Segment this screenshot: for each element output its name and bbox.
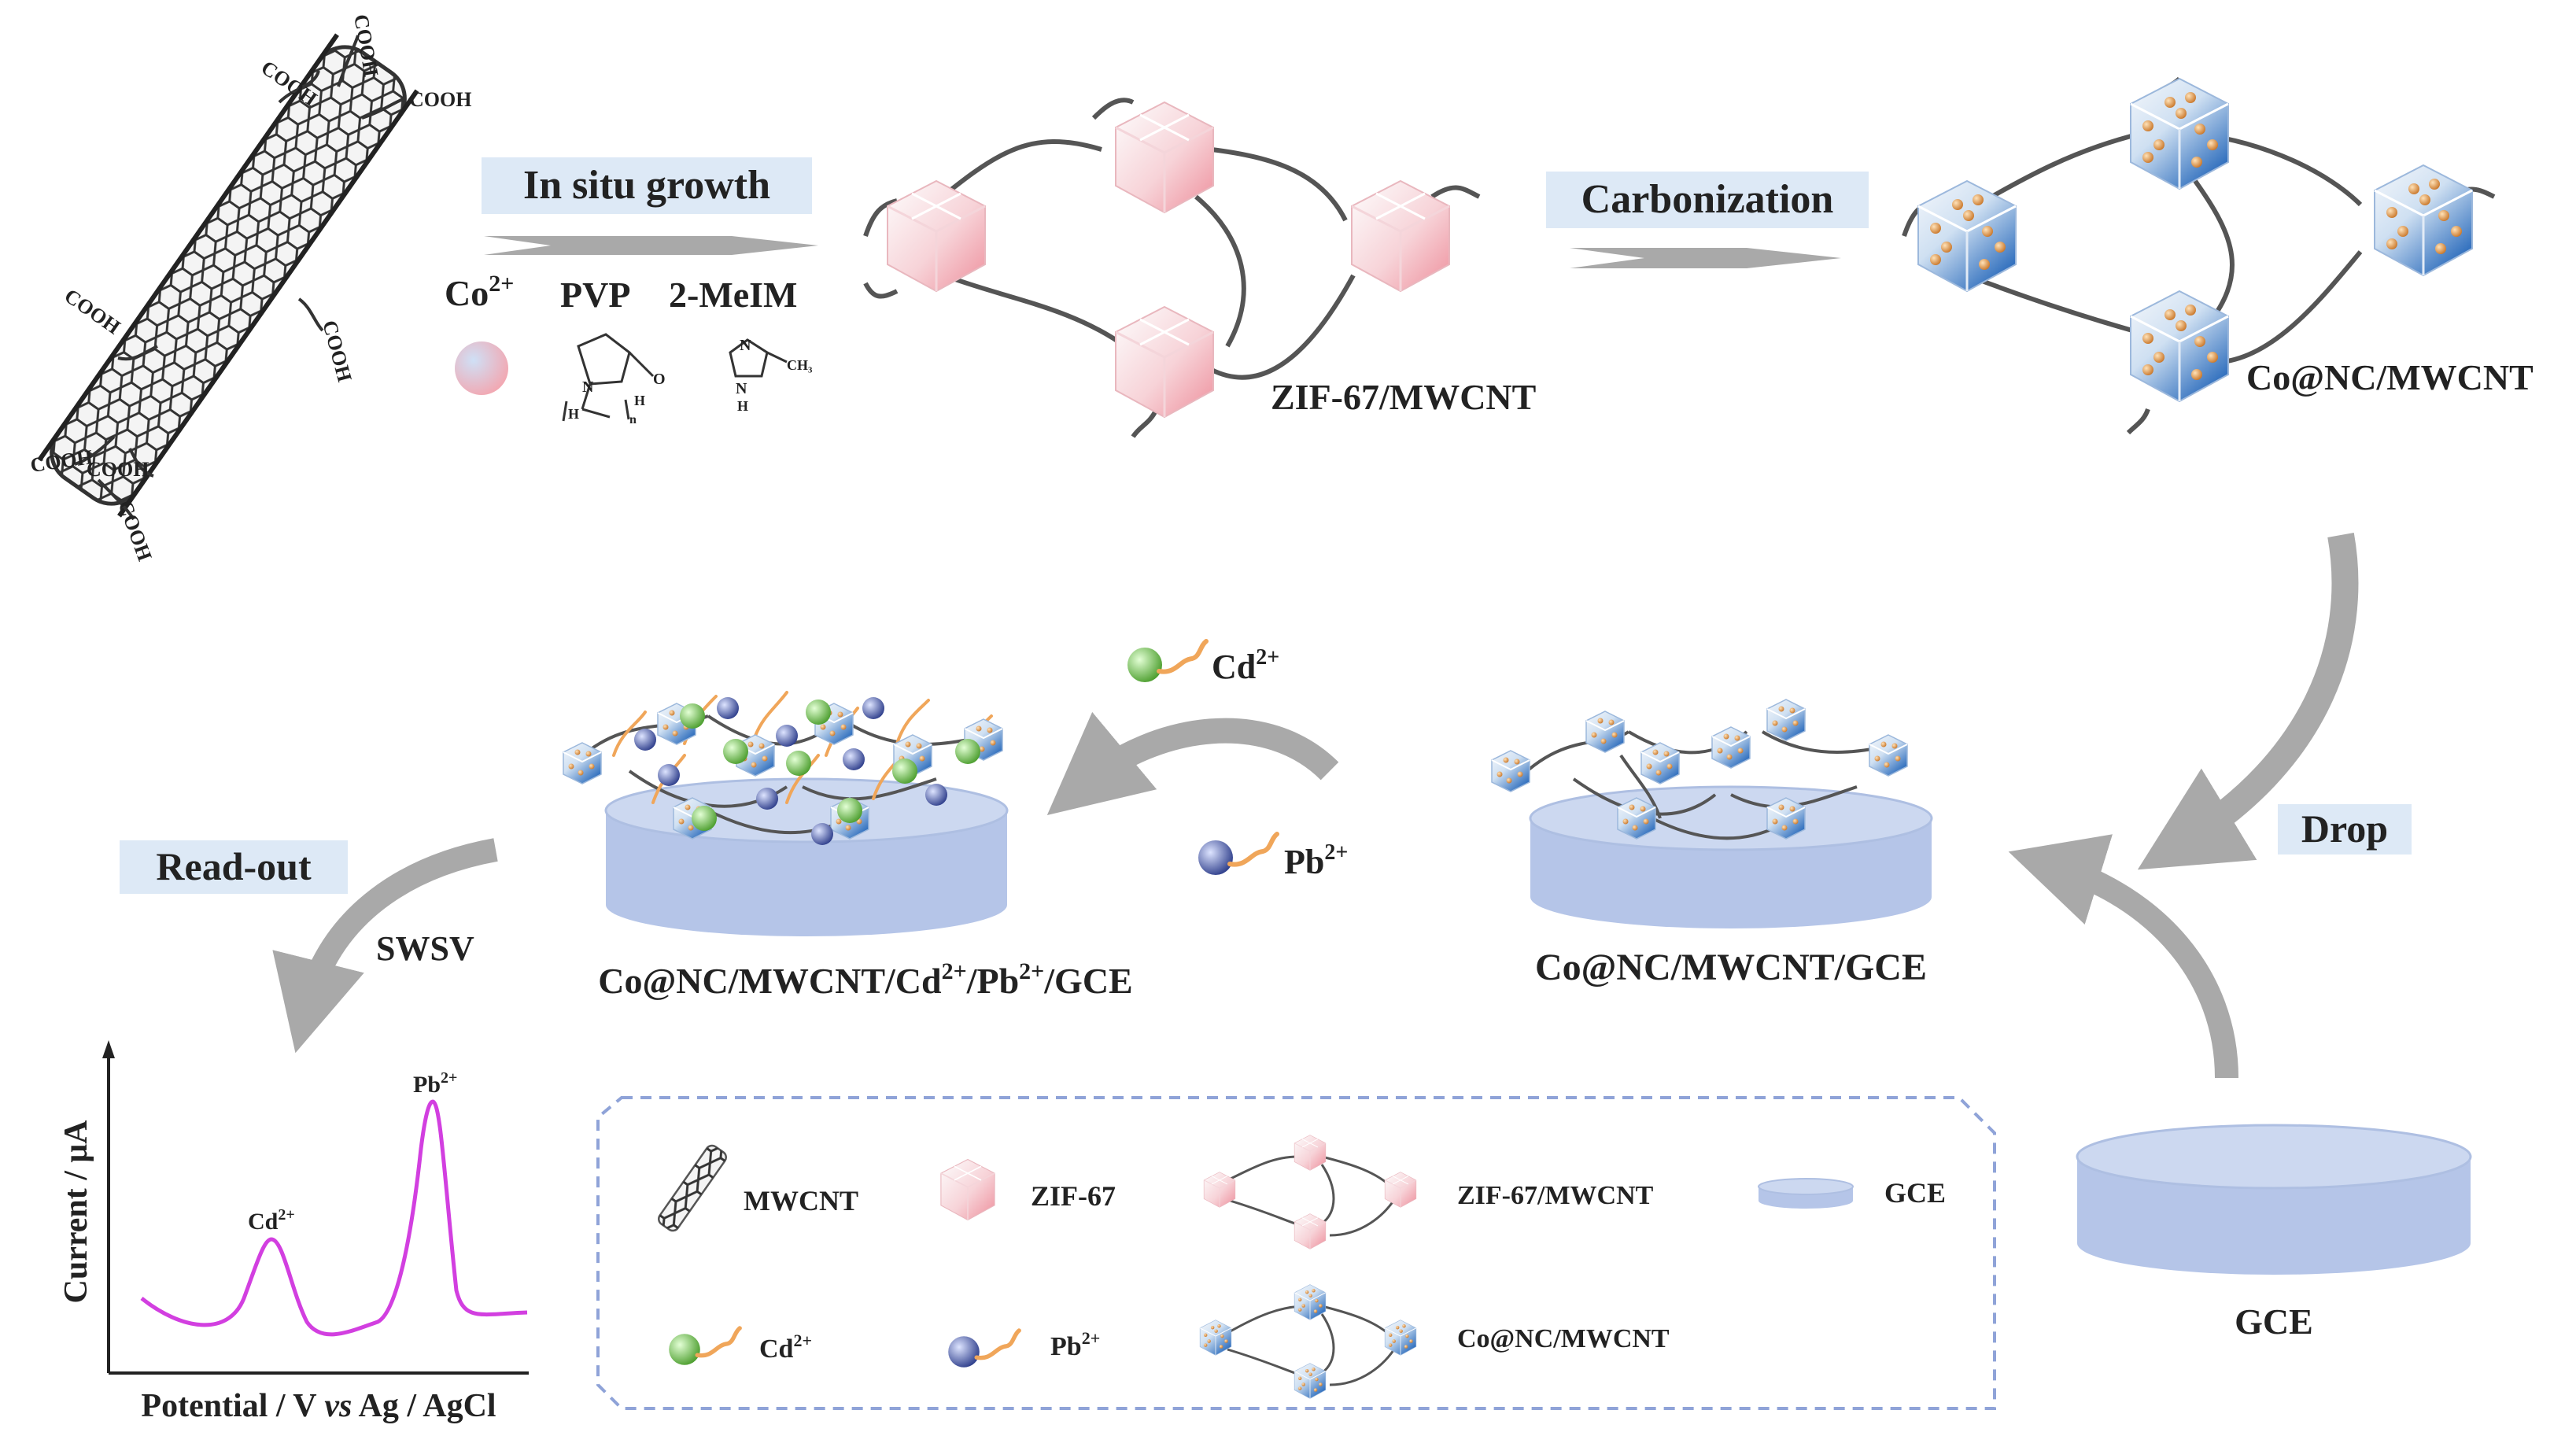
loaded-electrode: Co@NC/MWCNT/Cd2+/Pb2+/GCE — [563, 691, 1133, 1001]
cd-ion-label: Cd2+ — [1212, 645, 1279, 686]
legend-mwcnt-icon — [658, 1144, 727, 1232]
co-nc-crystal — [1617, 797, 1656, 840]
pb-ions-adsorbed — [634, 697, 947, 845]
step-drop-label: Drop — [2301, 807, 2388, 851]
legend-pb-icon — [948, 1331, 1019, 1368]
pvp-n: N — [582, 378, 594, 396]
meim-nh: N — [736, 380, 747, 397]
co-nc-crystal — [1640, 742, 1680, 784]
pvp-n-sub: n — [629, 413, 637, 426]
step-drop: Drop — [2278, 804, 2412, 855]
cooh-label-5: COOH — [61, 284, 125, 338]
legend-co-nc-mwcnt-icon — [1199, 1284, 1417, 1399]
gce-label: GCE — [2235, 1301, 2313, 1342]
cooh-label-8: COOH — [113, 497, 156, 564]
pvp-h1: H — [568, 406, 579, 422]
voltammogram: Current / μA Potential / V vs Ag / AgCl … — [58, 1040, 529, 1424]
cooh-label-4: COOH — [318, 318, 356, 384]
zif67-crystal — [886, 179, 987, 293]
label-box — [482, 157, 812, 214]
mwcnt-tube: COOH COOH COOH COOH COOH COOH COOH COOH — [29, 13, 472, 564]
co-nc-crystal — [1917, 179, 2017, 293]
gce-arrow — [2008, 834, 2238, 1079]
technique-label: SWSV — [376, 929, 474, 968]
loaded-electrode-label: Co@NC/MWCNT/Cd2+/Pb2+/GCE — [598, 958, 1133, 1001]
legend-zif67-label: ZIF-67 — [1031, 1180, 1116, 1212]
cd-ions-adsorbed — [680, 700, 980, 831]
legend-mwcnt-label: MWCNT — [744, 1185, 858, 1216]
pb-ion-label: Pb2+ — [1284, 840, 1348, 881]
co-nc-crystal — [2129, 290, 2230, 403]
cooh-label-7: COOH — [87, 458, 149, 481]
carbonization-arrow — [1570, 248, 1841, 268]
meim-structure — [729, 338, 788, 378]
co-nc-mwcnt-gce: Co@NC/MWCNT/GCE — [1491, 699, 1933, 988]
readout-arrow — [272, 838, 498, 1054]
legend-cd-icon — [669, 1328, 740, 1365]
peak-cd-label: Cd2+ — [248, 1206, 295, 1235]
cd-ion — [1127, 641, 1206, 682]
co-nc-mwcnt-label: Co@NC/MWCNT — [2246, 357, 2534, 397]
legend-co-nc-mwcnt-label: Co@NC/MWCNT — [1457, 1324, 1670, 1353]
co-nc-crystal — [1766, 797, 1806, 840]
step-in-situ-label: In situ growth — [523, 163, 770, 208]
pvp-h2: H — [634, 393, 645, 408]
co-nc-crystal — [1869, 734, 1908, 777]
legend-zif-mwcnt-icon — [1203, 1135, 1417, 1250]
co-nc-crystal — [1711, 726, 1751, 769]
reagents: Co2+ PVP 2-MeIM O N H H n N N H CH₃ — [445, 271, 813, 426]
plot-y-label: Current / μA — [58, 1120, 94, 1304]
label-box — [1546, 172, 1869, 228]
legend-pb-label: Pb2+ — [1050, 1328, 1100, 1361]
pvp-structure — [562, 333, 655, 422]
drop-arrow — [2137, 533, 2359, 870]
co-nc-crystal — [2129, 77, 2230, 190]
co-nc-crystal — [1585, 711, 1625, 753]
zif67-crystal — [1114, 305, 1215, 419]
reagent-meim: 2-MeIM — [669, 275, 797, 315]
meim-ch3: CH₃ — [787, 357, 813, 373]
legend-zif-mwcnt-label: ZIF-67/MWCNT — [1457, 1181, 1654, 1210]
cooh-label-3: COOH — [409, 88, 471, 111]
ion-arrow — [1046, 711, 1339, 815]
step-readout-label: Read-out — [156, 844, 312, 888]
reagent-co: Co2+ — [445, 271, 514, 313]
ion-addition: Cd2+ Pb2+ — [1046, 641, 1348, 881]
step-readout: Read-out SWSV — [120, 838, 498, 1054]
co-nc-crystal — [1766, 699, 1806, 741]
gce-electrode: GCE — [2076, 1124, 2472, 1342]
label-box — [2278, 804, 2412, 855]
legend-gce-icon — [1758, 1178, 1854, 1209]
peak-pb-label: Pb2+ — [413, 1069, 457, 1098]
step-carbonization: Carbonization — [1546, 172, 1869, 268]
voltammogram-curve — [140, 1099, 528, 1337]
pb-ion — [1198, 834, 1277, 875]
growth-arrow — [484, 236, 818, 255]
legend-zif67-icon — [940, 1158, 995, 1221]
co-nc-mwcnt-network: Co@NC/MWCNT — [1902, 76, 2534, 435]
co-nc-crystal — [1491, 750, 1530, 792]
plot-x-label: Potential / V vs Ag / AgCl — [141, 1388, 496, 1424]
legend-gce-label: GCE — [1884, 1177, 1946, 1209]
co-nc-crystal — [563, 742, 602, 784]
step-in-situ-growth: In situ growth — [482, 157, 818, 255]
co-ion-sphere — [455, 341, 508, 395]
label-box — [120, 840, 348, 894]
meim-n: N — [740, 337, 751, 354]
co-nc-crystal — [2373, 164, 2474, 277]
step-carbonization-label: Carbonization — [1581, 177, 1834, 222]
reagent-pvp: PVP — [560, 275, 630, 315]
zif-mwcnt-label: ZIF-67/MWCNT — [1271, 377, 1536, 417]
legend-cd-label: Cd2+ — [759, 1331, 812, 1364]
meim-h: H — [737, 398, 748, 414]
zif-mwcnt-network: ZIF-67/MWCNT — [863, 98, 1536, 438]
pvp-o: O — [653, 371, 666, 388]
co-nc-mwcnt-gce-label: Co@NC/MWCNT/GCE — [1535, 947, 1927, 988]
legend: MWCNT ZIF-67 ZIF-67/MWCNT GCE Cd2+ Pb2+ — [596, 1096, 1996, 1410]
